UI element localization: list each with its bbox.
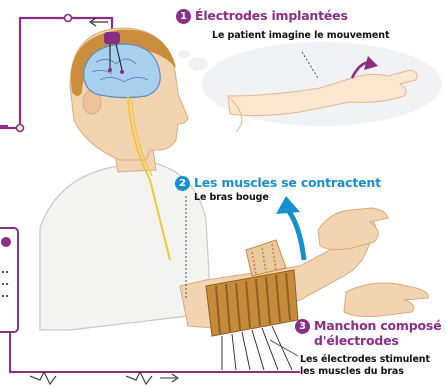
electrode-sleeve (206, 240, 298, 336)
arrowhead (276, 196, 300, 214)
step-number-badge: 1 (176, 9, 191, 24)
step-number-badge: 2 (175, 176, 190, 191)
step-subtitle: Le bras bouge (194, 192, 269, 204)
device-cable (10, 332, 300, 372)
step-title: Les muscles se contractent (194, 175, 381, 190)
arrow-left-icon (90, 18, 108, 26)
step-title: Manchon composé (314, 318, 441, 333)
lift-arrow-icon (288, 210, 304, 260)
cable-node (17, 125, 24, 132)
step-2-label: 2 Les muscles se contractent (175, 175, 381, 191)
step-subtitle: Les électrodes stimulent les muscles du … (300, 354, 446, 378)
step-3-label: 3 Manchon composé d'électrodes (295, 318, 441, 348)
arrow-right-icon (160, 374, 178, 382)
step-subtitle-line-1: Les électrodes stimulent (300, 354, 446, 366)
step-number-badge: 3 (295, 319, 310, 334)
step-subtitle-line-2: les muscles du bras (300, 366, 446, 378)
step-title: Électrodes implantées (195, 8, 348, 23)
step-1-label: 1 Électrodes implantées (176, 8, 348, 24)
step-subtitle: Le patient imagine le mouvement (212, 30, 389, 42)
cable-node (65, 15, 72, 22)
leader-line (270, 340, 298, 356)
stimulator-device (0, 228, 18, 332)
thought-bubble (178, 42, 442, 126)
step-title-line-2: d'électrodes (314, 333, 441, 348)
pulse-signal-icon (30, 372, 152, 384)
